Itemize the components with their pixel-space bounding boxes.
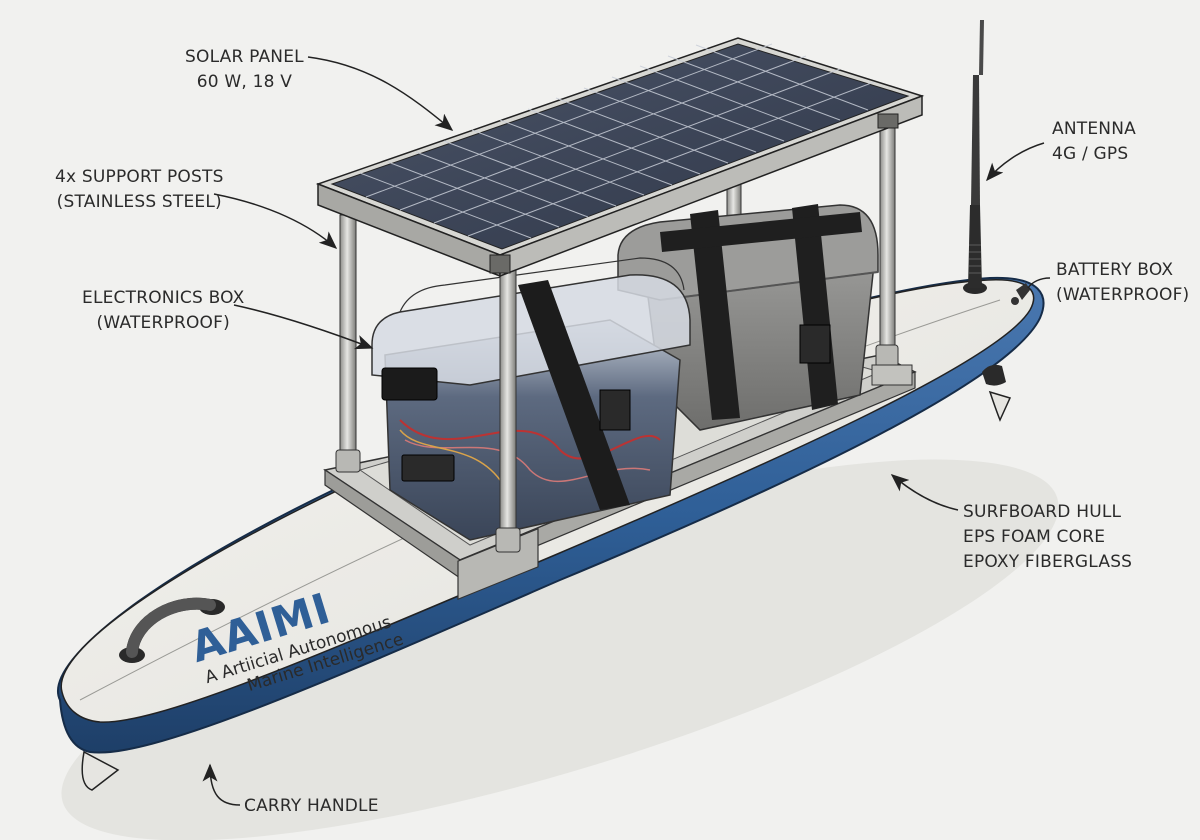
callout-spec: (STAINLESS STEEL)	[56, 192, 222, 212]
callout-title: ANTENNA	[1052, 119, 1136, 139]
callout-spec: 4G / GPS	[1052, 144, 1129, 164]
callout-solar-panel: SOLAR PANEL 60 W, 18 V	[185, 45, 304, 95]
callout-spec: (WATERPROOF)	[1056, 285, 1190, 305]
callout-title: CARRY HANDLE	[244, 796, 379, 816]
callout-antenna: ANTENNA 4G / GPS	[1052, 117, 1136, 167]
callout-carry-handle: CARRY HANDLE	[244, 794, 379, 819]
electronics-box	[371, 257, 691, 541]
callout-surfboard-hull: SURFBOARD HULL EPS FOAM CORE EPOXY FIBER…	[963, 500, 1132, 575]
callout-leaders	[202, 56, 1051, 806]
callout-title: 4x SUPPORT POSTS	[55, 167, 224, 187]
board-shadow	[61, 459, 1059, 840]
solar-panel	[315, 37, 925, 278]
callout-title: ELECTRONICS BOX	[82, 288, 245, 308]
callout-support-posts: 4x SUPPORT POSTS (STAINLESS STEEL)	[55, 165, 224, 215]
rail-clip-icon	[982, 364, 1006, 386]
callout-title: BATTERY BOX	[1056, 260, 1174, 280]
carry-handle-icon	[119, 597, 225, 663]
callout-spec: (WATERPROOF)	[96, 313, 230, 333]
callout-battery-box: BATTERY BOX (WATERPROOF)	[1056, 258, 1189, 308]
fin-icon	[81, 390, 1012, 791]
battery-box	[617, 204, 879, 431]
callout-spec: EPOXY FIBERGLASS	[963, 552, 1133, 572]
callout-title: SURFBOARD HULL	[963, 502, 1122, 522]
vent-valve-icon	[1011, 283, 1030, 305]
callout-spec: 60 W, 18 V	[196, 72, 293, 92]
callout-electronics-box: ELECTRONICS BOX (WATERPROOF)	[82, 286, 245, 336]
antenna-icon	[963, 20, 987, 294]
callout-title: SOLAR PANEL	[185, 47, 304, 67]
callout-spec: EPS FOAM CORE	[963, 527, 1106, 547]
